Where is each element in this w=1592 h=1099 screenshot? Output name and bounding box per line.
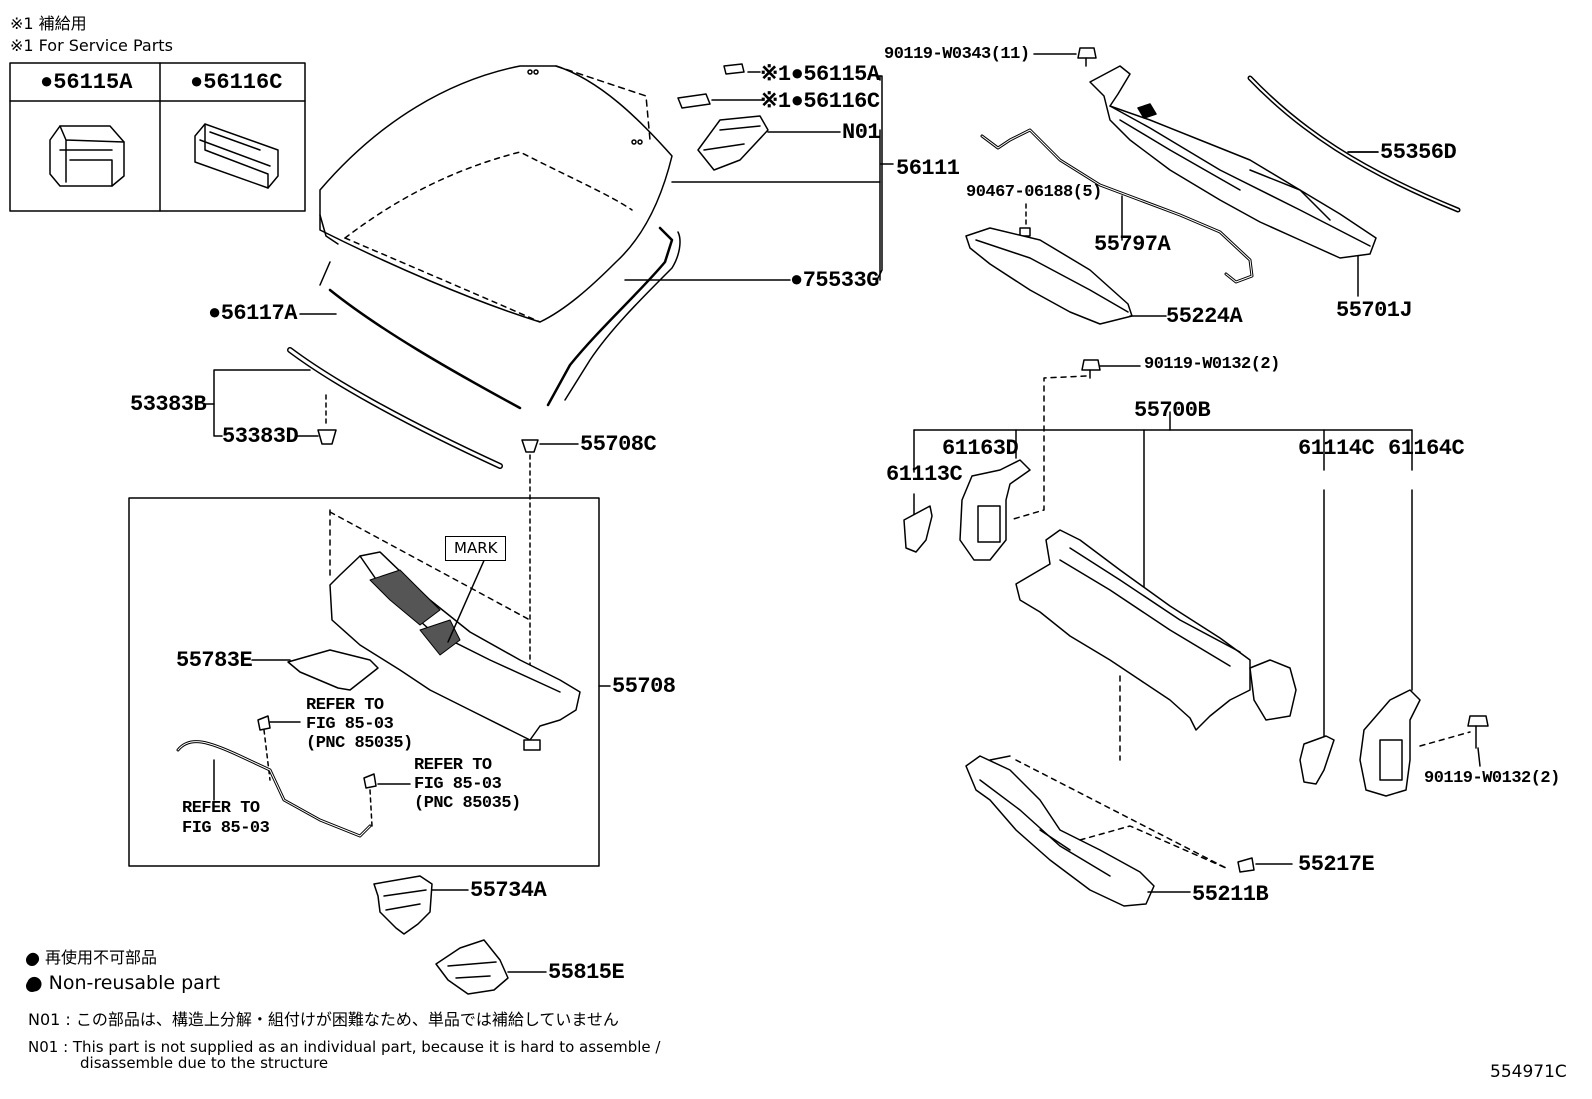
refer-1-line3: (PNC 85035)	[306, 734, 413, 753]
label-55708: 55708	[612, 674, 676, 699]
table-col-56116C: ●56116C	[190, 70, 283, 95]
refer-2-line2: FIG 85-03	[414, 775, 502, 794]
service-parts-table	[9, 62, 306, 212]
legend-n01-en-line2: disassemble due to the structure	[80, 1054, 329, 1072]
legend-bullet	[26, 954, 38, 966]
label-55815E: 55815E	[548, 960, 625, 985]
refer-2-line1: REFER TO	[414, 756, 492, 775]
label-N01: N01	[842, 120, 881, 145]
legend-bullet	[26, 980, 38, 992]
refer-1-line1: REFER TO	[306, 696, 384, 715]
refer-3-line2: FIG 85-03	[182, 819, 270, 838]
legend-nonreuse-jp: ● 再使用不可部品	[26, 948, 158, 967]
legend-n01-en-line1: N01 : This part is not supplied as an in…	[28, 1038, 661, 1056]
dash-panel-55211B	[965, 755, 1155, 907]
windshield-glass	[319, 65, 673, 323]
label-61164C: 61164C	[1388, 436, 1465, 461]
legend-n01-jp: N01 : この部品は、構造上分解・組付けが困難なため、単品では補給していません	[28, 1010, 619, 1029]
refer-2-line3: (PNC 85035)	[414, 794, 521, 813]
dam-56117A	[328, 288, 522, 410]
figure-id: 554971C	[1490, 1062, 1567, 1082]
label-56116C: ※1●56116C	[760, 89, 880, 114]
label-55701J: 55701J	[1336, 298, 1413, 323]
legend-nonreuse-en: ● Non-reusable part	[26, 972, 221, 994]
refer-3-line1: REFER TO	[182, 799, 260, 818]
dash-crossmember	[1015, 529, 1297, 731]
label-56111: 56111	[896, 156, 960, 181]
label-61114C: 61114C	[1298, 436, 1375, 461]
service-note-jp: ※1 補給用	[10, 14, 87, 33]
label-61113C: 61113C	[886, 462, 963, 487]
label-55224A: 55224A	[1166, 304, 1243, 329]
weatherstrip-53383B	[287, 347, 503, 469]
label-56117A: ●56117A	[208, 301, 297, 326]
label-55734A: 55734A	[470, 878, 547, 903]
label-90119-W0343: 90119-W0343(11)	[884, 45, 1030, 64]
cowl-top-panel	[329, 509, 581, 751]
service-note-en: ※1 For Service Parts	[10, 36, 173, 55]
label-90119-W0132-bottom: 90119-W0132(2)	[1424, 769, 1560, 788]
cowl-panel-55701J	[1089, 65, 1377, 259]
refer-1-line2: FIG 85-03	[306, 715, 394, 734]
label-55356D: 55356D	[1380, 140, 1457, 165]
label-90119-W0132-top: 90119-W0132(2)	[1144, 355, 1280, 374]
mark-callout: MARK	[445, 536, 507, 561]
label-55783E: 55783E	[176, 648, 253, 673]
label-61163D: 61163D	[942, 436, 1019, 461]
label-55211B: 55211B	[1192, 882, 1269, 907]
label-55708C: 55708C	[580, 432, 657, 457]
table-col-56115A: ●56115A	[40, 70, 133, 95]
label-90467-06188: 90467-06188(5)	[966, 183, 1102, 202]
label-55217E: 55217E	[1298, 852, 1375, 877]
label-75533G: ●75533G	[790, 268, 879, 293]
label-53383B: 53383B	[130, 392, 207, 417]
label-55797A: 55797A	[1094, 232, 1171, 257]
label-53383D: 53383D	[222, 424, 299, 449]
label-56115A: ※1●56115A	[760, 62, 880, 87]
label-55700B: 55700B	[1134, 398, 1211, 423]
